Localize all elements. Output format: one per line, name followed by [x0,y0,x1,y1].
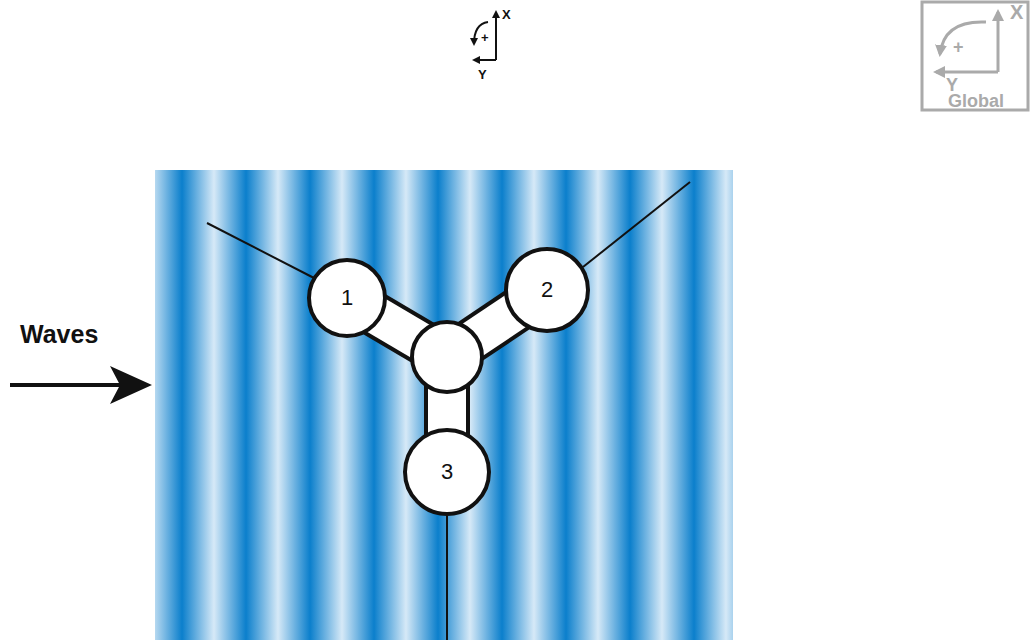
wave-field [155,170,733,640]
axis-label: X [1010,2,1023,22]
local-axes [474,12,496,60]
column-number: 3 [441,459,453,485]
mooring-lines [207,182,690,640]
axis-label: Y [478,68,487,81]
central-column [412,322,482,392]
column-circle: 3 [403,428,491,516]
wave-arrow-head [110,366,152,404]
column-circle: 2 [504,247,590,333]
column-number: 2 [541,277,553,303]
rotation-sign: + [481,31,489,44]
global-axes [922,2,1028,110]
frame-label: Global [948,92,1004,110]
rotation-sign: + [953,38,964,56]
column-number: 1 [341,285,353,311]
column-circle: 1 [307,258,387,338]
axis-label: X [502,8,511,21]
wave-label: Waves [20,322,98,347]
